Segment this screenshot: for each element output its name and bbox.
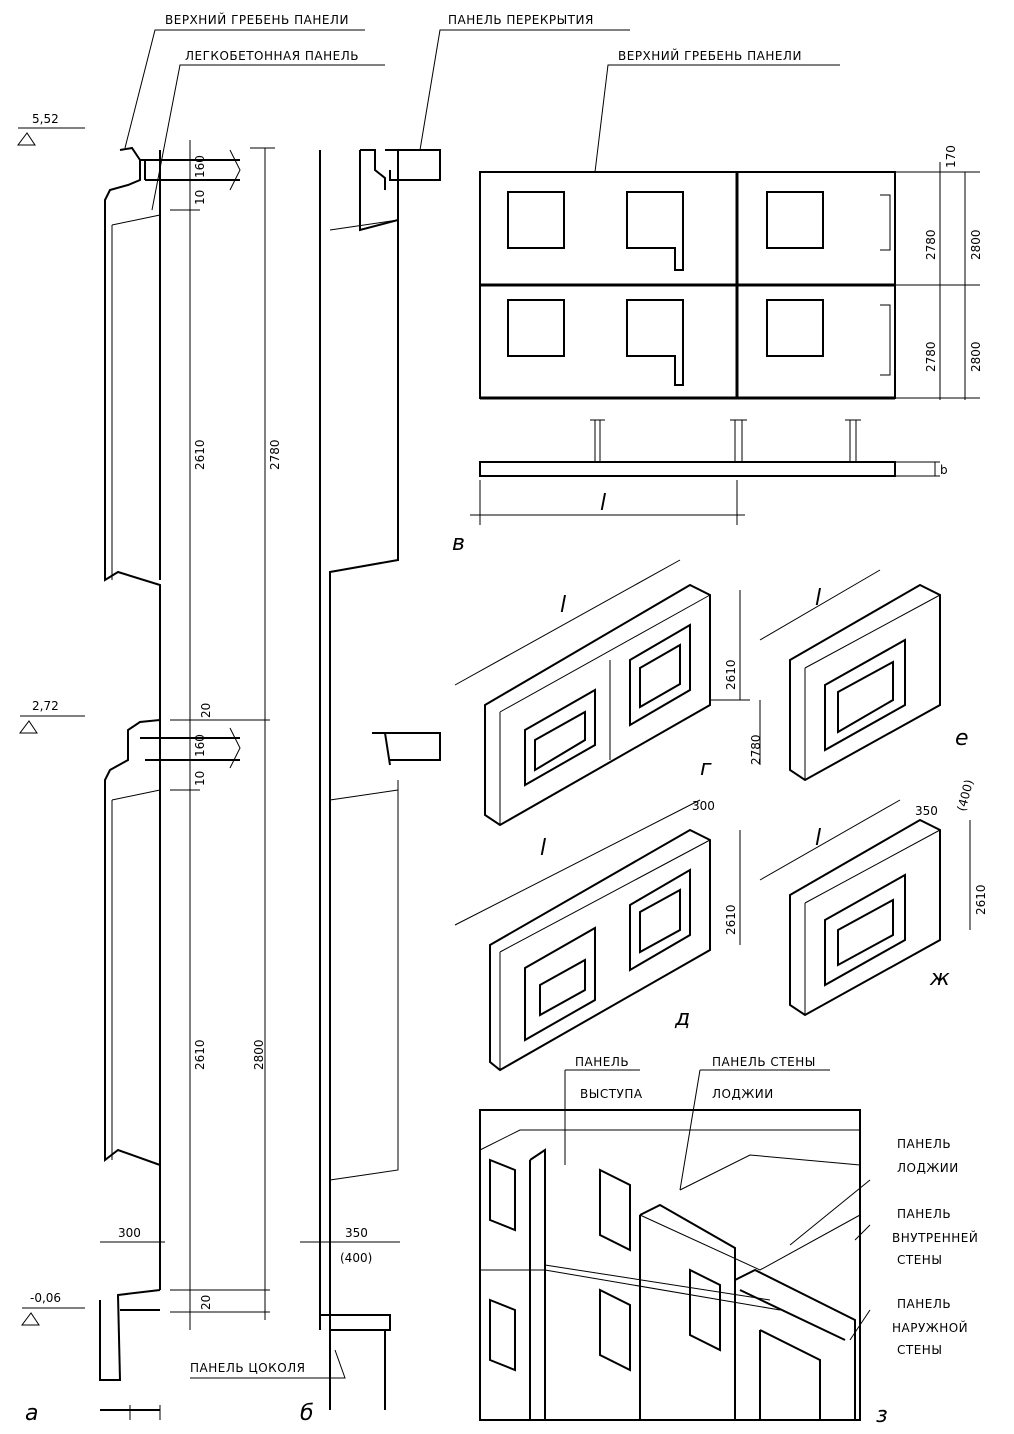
dim-v-thickness-b: b xyxy=(940,463,948,477)
dim-zh-350: 350 xyxy=(915,804,938,818)
dim-a-160-lower: 160 xyxy=(193,734,207,757)
label-inner-wall-2: ВНУТРЕННЕЙ xyxy=(892,1230,978,1245)
dim-d-300: 300 xyxy=(692,799,715,813)
dim-a-2800: 2800 xyxy=(252,1039,266,1070)
letter-g: г xyxy=(700,756,712,781)
section-z-loggia-isometric: ПАНЕЛЬ ВЫСТУПА ПАНЕЛЬ СТЕНЫ ЛОДЖИИ ПАНЕЛ… xyxy=(479,1055,978,1428)
dim-a-20-upper: 20 xyxy=(199,703,213,718)
label-top-ridge-v: ВЕРХНИЙ ГРЕБЕНЬ ПАНЕЛИ xyxy=(618,48,802,63)
section-b-wall-profile: 350 (400) ПАНЕЛЬ ПЕРЕКРЫТИЯ б xyxy=(300,13,630,1426)
label-projection-panel-1: ПАНЕЛЬ xyxy=(575,1055,629,1069)
level-minus-0-06: -0,06 xyxy=(30,1291,61,1305)
dim-g-2610: 2610 xyxy=(724,659,738,690)
dim-a-2780: 2780 xyxy=(268,439,282,470)
dim-g-l: l xyxy=(560,593,566,618)
label-loggia-wall-2: ЛОДЖИИ xyxy=(712,1087,774,1101)
dim-a-20-lower: 20 xyxy=(199,1295,213,1310)
label-loggia-panel-2: ЛОДЖИИ xyxy=(897,1161,959,1175)
panel-d-isometric: l 300 2610 д xyxy=(454,799,741,1072)
label-loggia-wall-1: ПАНЕЛЬ СТЕНЫ xyxy=(712,1055,816,1069)
dim-d-2610: 2610 xyxy=(724,904,738,935)
section-a-wall-profile: 5,52 2,72 -0,06 160 10 2610 2780 20 160 … xyxy=(17,12,385,1426)
letter-b: б xyxy=(300,1401,314,1426)
dim-zh-400: (400) xyxy=(954,778,976,813)
dim-a-160-upper: 160 xyxy=(193,155,207,178)
level-2-72: 2,72 xyxy=(32,699,59,713)
dim-v-2800-lower: 2800 xyxy=(969,341,983,372)
label-projection-panel-2: ВЫСТУПА xyxy=(580,1087,643,1101)
dim-zh-2610: 2610 xyxy=(974,884,988,915)
dim-a-2610-lower: 2610 xyxy=(193,1039,207,1070)
dim-zh-l: l xyxy=(815,826,821,851)
letter-z: з xyxy=(876,1403,888,1428)
dim-b-width-350: 350 xyxy=(345,1226,368,1240)
label-inner-wall-1: ПАНЕЛЬ xyxy=(897,1207,951,1221)
letter-e: е xyxy=(955,726,969,751)
dim-a-2610-upper: 2610 xyxy=(193,439,207,470)
level-5-52: 5,52 xyxy=(32,112,59,126)
dim-v-2800-upper: 2800 xyxy=(969,229,983,260)
dim-a-width-300: 300 xyxy=(118,1226,141,1240)
dim-v-length-l: l xyxy=(600,491,606,516)
panel-e-isometric: l е xyxy=(759,569,969,782)
dim-v-2780-upper: 2780 xyxy=(924,229,938,260)
label-outer-wall-3: СТЕНЫ xyxy=(897,1343,942,1357)
label-top-ridge: ВЕРХНИЙ ГРЕБЕНЬ ПАНЕЛИ xyxy=(165,12,349,27)
letter-zh: ж xyxy=(929,966,950,991)
label-loggia-panel-1: ПАНЕЛЬ xyxy=(897,1137,951,1151)
dim-a-10-upper: 10 xyxy=(193,190,207,205)
label-inner-wall-3: СТЕНЫ xyxy=(897,1253,942,1267)
dim-g-2780: 2780 xyxy=(749,734,763,765)
dim-v-170: 170 xyxy=(944,145,958,168)
label-outer-wall-2: НАРУЖНОЙ xyxy=(892,1320,968,1335)
letter-d: д xyxy=(674,1006,690,1031)
panel-g-isometric: l 2610 2780 г xyxy=(454,559,763,827)
label-floor-panel: ПАНЕЛЬ ПЕРЕКРЫТИЯ xyxy=(448,13,594,27)
dim-d-l: l xyxy=(540,836,546,861)
label-light-concrete-panel: ЛЕГКОБЕТОННАЯ ПАНЕЛЬ xyxy=(185,49,359,63)
panel-zh-isometric: l 350 (400) 2610 ж xyxy=(759,778,988,1017)
letter-v: в xyxy=(452,531,465,556)
section-v-elevation: 170 2780 2800 2780 2800 ВЕРХНИЙ ГРЕБЕНЬ … xyxy=(452,48,983,556)
label-outer-wall-1: ПАНЕЛЬ xyxy=(897,1297,951,1311)
dim-b-width-400: (400) xyxy=(340,1251,372,1265)
dim-a-10-lower: 10 xyxy=(193,771,207,786)
letter-a: а xyxy=(25,1401,38,1426)
dim-e-l: l xyxy=(815,586,821,611)
dim-v-2780-lower: 2780 xyxy=(924,341,938,372)
label-plinth-panel: ПАНЕЛЬ ЦОКОЛЯ xyxy=(190,1361,306,1375)
